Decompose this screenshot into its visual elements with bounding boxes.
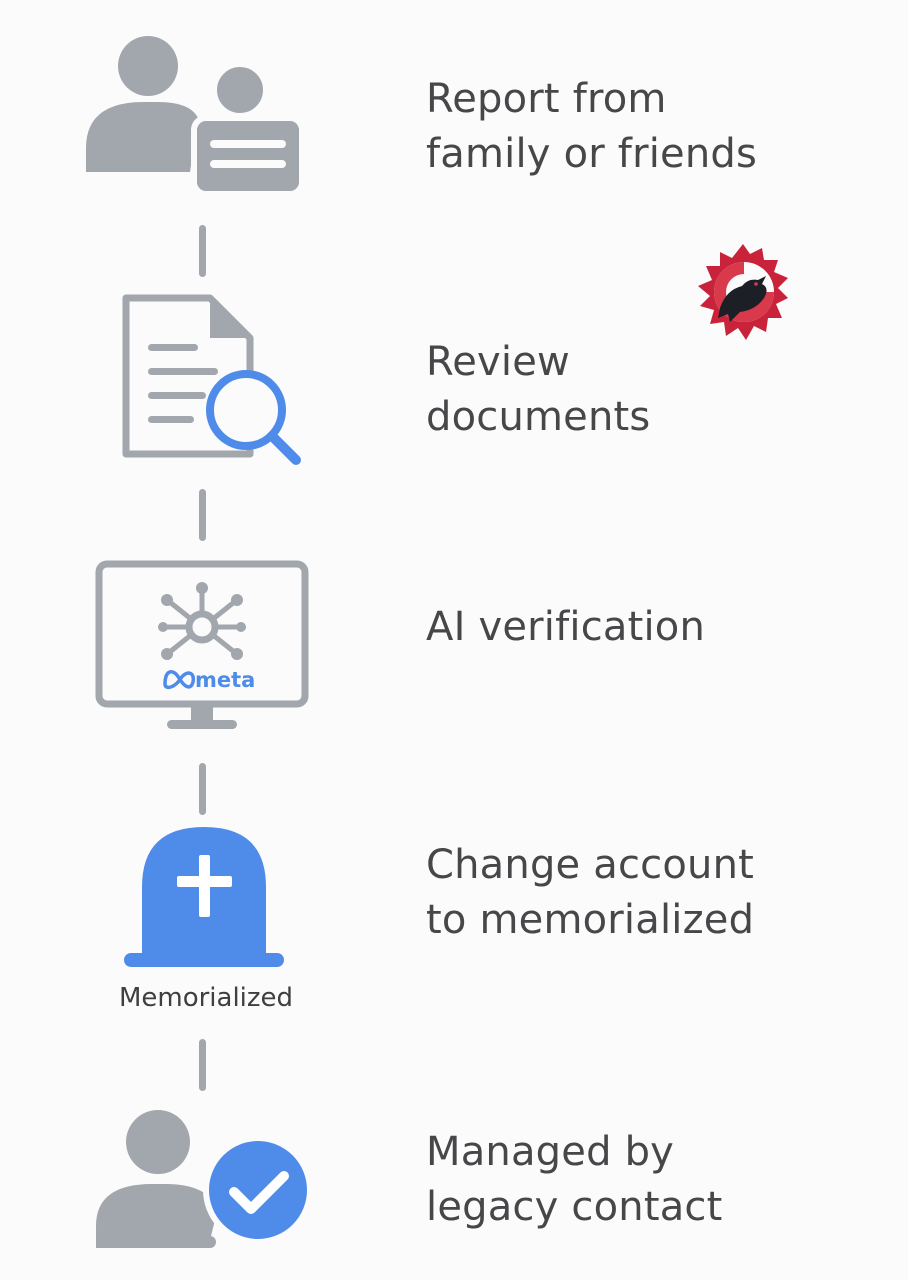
step-5-text: Managed by legacy contact (426, 1125, 723, 1235)
family-report-icon (86, 36, 306, 197)
user-check-icon (96, 1108, 313, 1258)
connector-2 (199, 489, 206, 541)
connector-1 (199, 225, 206, 277)
document-search-icon (118, 294, 308, 469)
ai-monitor-icon: meta (95, 560, 309, 732)
memorialized-caption: Memorialized (118, 983, 294, 1013)
step-1-line-2: family or friends (426, 131, 758, 177)
meta-logo-icon (163, 670, 196, 690)
network-hub-icon (158, 582, 246, 660)
step-4-line-2: to memorialized (426, 897, 755, 943)
step-2-line-1: Review (426, 339, 570, 385)
step-1-text: Report from family or friends (426, 72, 757, 182)
step-4-text: Change account to memorialized (426, 838, 754, 948)
connector-4 (199, 1039, 206, 1091)
tombstone-icon (124, 825, 284, 971)
step-2-text: Review documents (426, 335, 650, 445)
step-3-text: AI verification (426, 600, 705, 655)
step-1-line-1: Report from (426, 76, 667, 122)
step-3-line-1: AI verification (426, 604, 706, 650)
meta-brand-label: meta (195, 668, 255, 692)
connector-3 (199, 763, 206, 815)
step-5-line-2: legacy contact (426, 1184, 723, 1230)
step-2-line-2: documents (426, 394, 651, 440)
raven-logo-icon (690, 238, 796, 350)
step-5-line-1: Managed by (426, 1129, 675, 1175)
step-4-line-1: Change account (426, 842, 755, 888)
